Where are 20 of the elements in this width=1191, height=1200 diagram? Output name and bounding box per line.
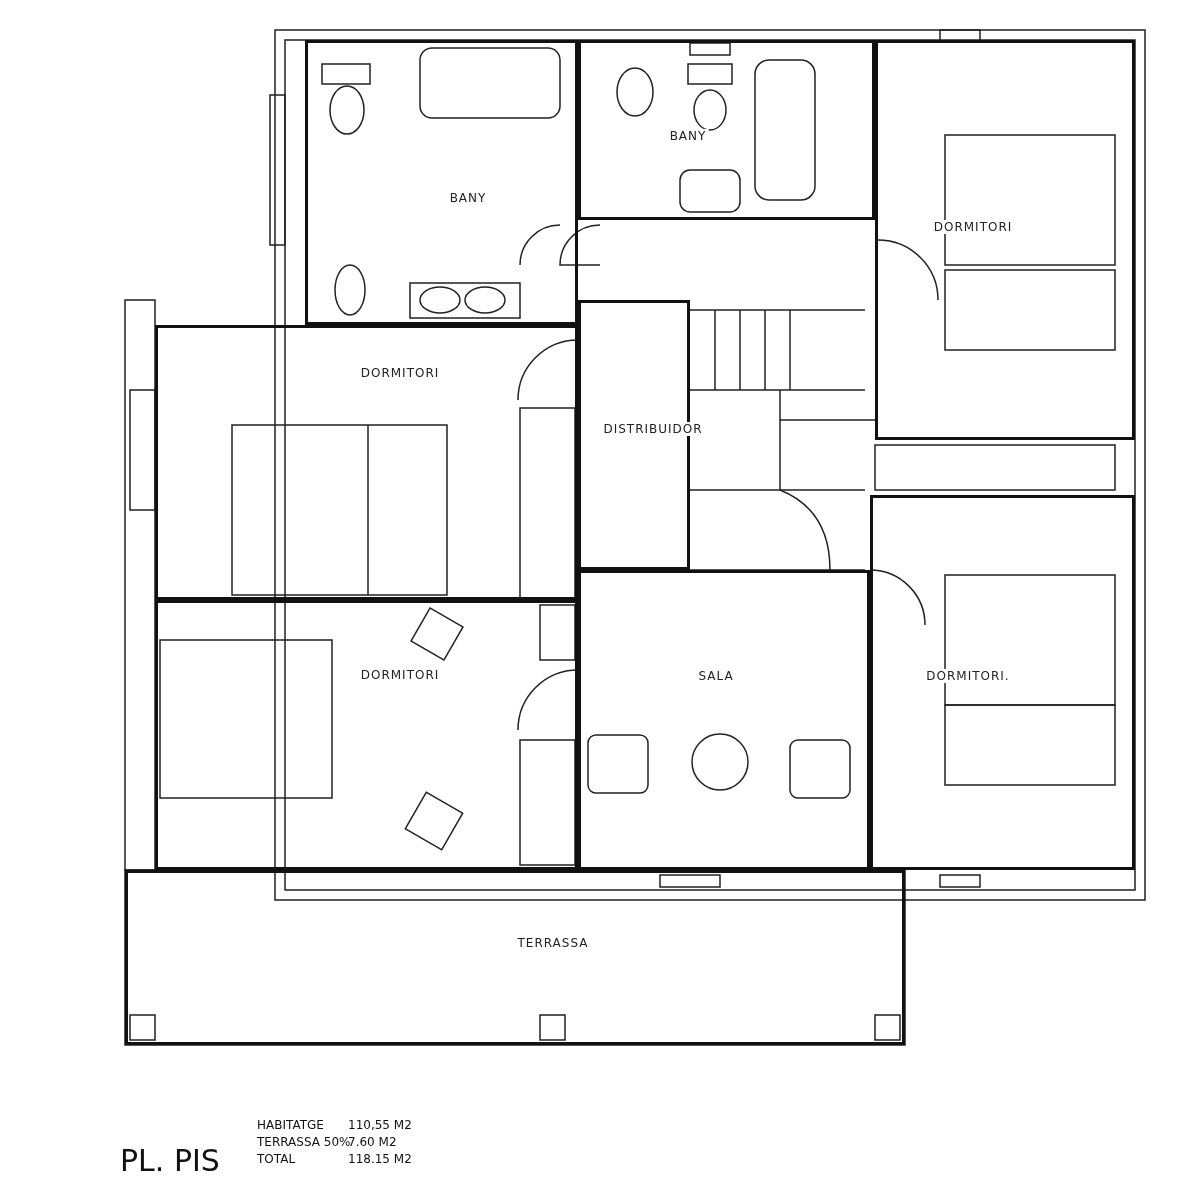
area-value: 7.60 M2: [348, 1135, 397, 1149]
room-outline: [125, 870, 905, 1045]
room-outline: [155, 600, 578, 870]
room-outline: [875, 40, 1135, 440]
room-name: SALA: [696, 669, 736, 683]
room-outline: [305, 40, 578, 325]
area-value: 118.15 M2: [348, 1152, 412, 1166]
area-label: TOTAL: [257, 1152, 296, 1166]
area-label: TERRASSA 50%: [257, 1135, 351, 1149]
area-value: 110,55 M2: [348, 1118, 412, 1132]
room-name: DISTRIBUIDOR: [601, 422, 705, 436]
room-outline: [578, 40, 875, 220]
room-name: TERRASSA: [515, 936, 591, 950]
room-outline: [578, 570, 870, 870]
room-outline: [155, 325, 578, 600]
plan-title: PL. PIS: [120, 1143, 220, 1178]
room-name: BANY: [667, 129, 709, 143]
room-name: BANY: [447, 191, 489, 205]
room-outline: [870, 495, 1135, 870]
area-label: HABITATGE: [257, 1118, 324, 1132]
